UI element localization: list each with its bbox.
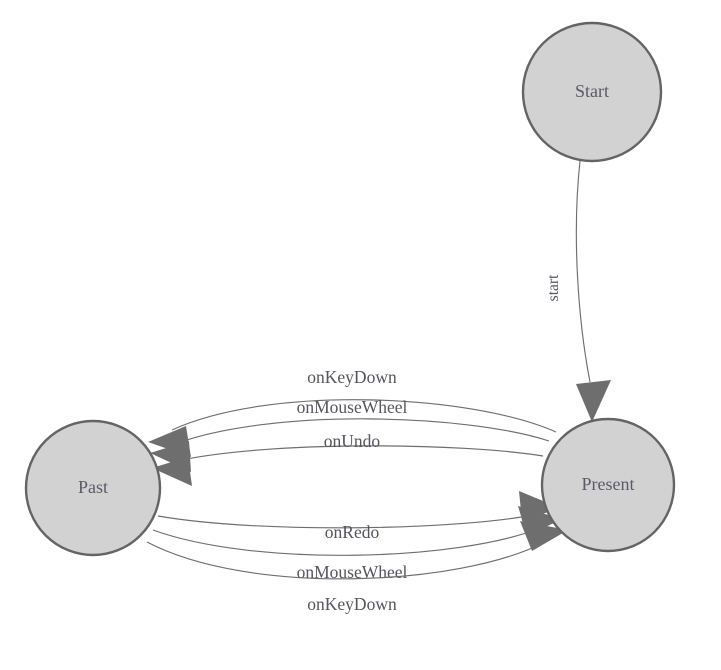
edge-past-to-present-onkeydown[interactable]: onKeyDown [146, 521, 568, 614]
edge-present-to-past-onundo-path [171, 445, 544, 463]
edge-present-to-past-onmousewheel-path [174, 418, 550, 445]
edge-past-to-present-onmousewheel-path [152, 527, 541, 556]
node-present-circle [540, 417, 676, 553]
node-start[interactable]: Start [521, 21, 663, 163]
edge-present-to-past-onmousewheel-label: onMouseWheel [297, 397, 408, 417]
edge-present-to-past-onundo-arrowhead [152, 457, 192, 486]
node-present-label: Present [582, 474, 635, 494]
edge-present-to-past-onkeydown-path [171, 399, 557, 433]
node-past-label: Past [78, 477, 108, 497]
edge-past-to-present-onkeydown-label: onKeyDown [307, 594, 397, 614]
edge-past-to-present-onmousewheel-label: onMouseWheel [297, 562, 408, 582]
edge-past-to-present-onredo-path [157, 513, 539, 529]
node-past[interactable]: Past [24, 419, 162, 557]
node-present[interactable]: Present [540, 417, 676, 553]
edge-present-to-past-onundo-label: onUndo [324, 431, 381, 451]
edge-past-to-present-onmousewheel[interactable]: onMouseWheel [152, 506, 562, 582]
edge-past-to-present-onkeydown-path [146, 541, 546, 580]
edge-past-to-present-onkeydown-arrowhead [520, 521, 568, 551]
edge-past-to-present-onredo[interactable]: onRedo [157, 491, 560, 542]
edge-start-to-present-label: start [545, 274, 562, 301]
node-start-circle [521, 21, 663, 163]
node-past-circle [24, 419, 162, 557]
edge-present-to-past-onkeydown-label: onKeyDown [307, 367, 397, 387]
edge-past-to-present-onredo-label: onRedo [325, 522, 380, 542]
edge-present-to-past-onundo[interactable]: onUndo [152, 431, 544, 486]
edge-start-to-present-path [575, 160, 591, 383]
edge-start-to-present-arrowhead [576, 380, 611, 422]
edge-start-to-present[interactable]: start [545, 160, 611, 422]
node-start-label: Start [575, 81, 609, 101]
